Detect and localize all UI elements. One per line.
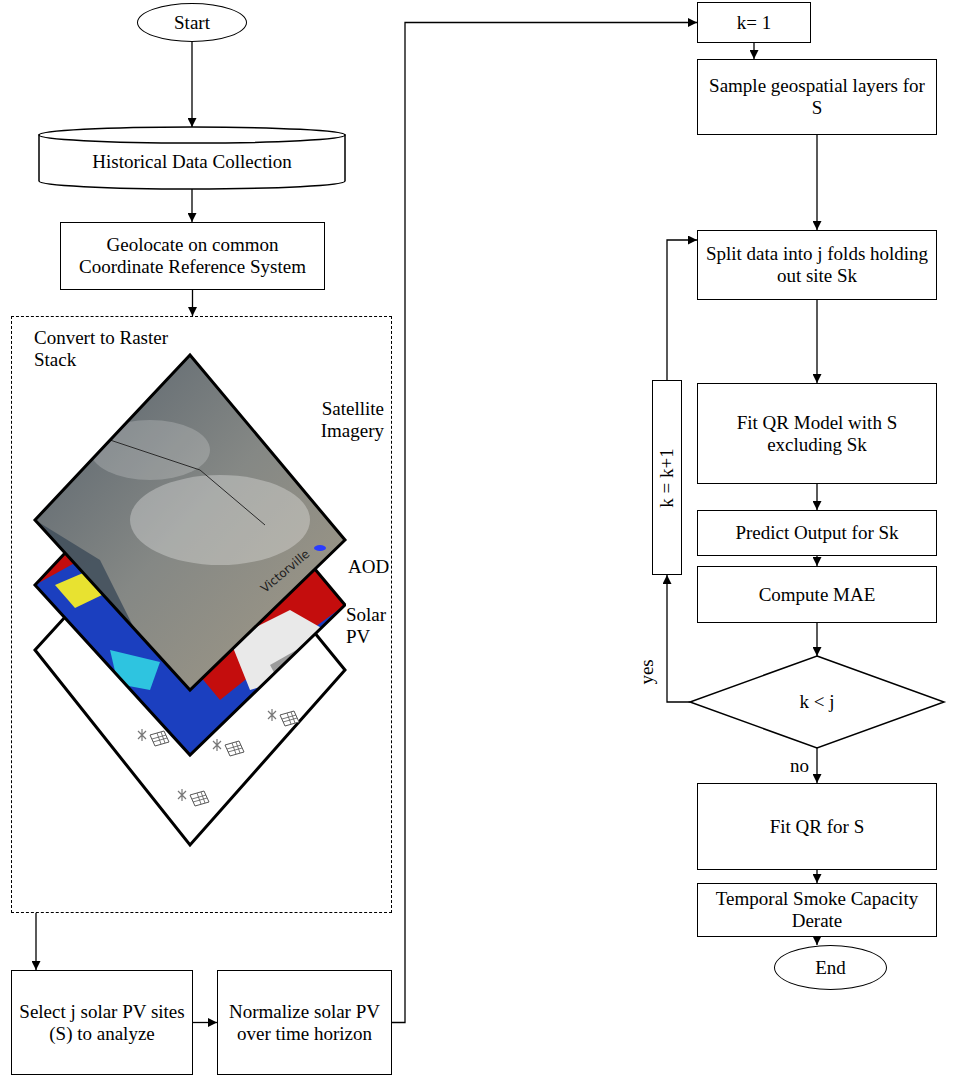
node-text: Historical Data Collection — [92, 151, 291, 173]
satellite-layer — [35, 355, 345, 690]
flow-arrow — [816, 870, 817, 883]
process-box: Split data into j folds holding out site… — [697, 230, 937, 300]
process-box: Fit QR for S — [697, 783, 937, 870]
flow-arrow — [816, 300, 817, 383]
process-box: Select j solar PV sites (S) to analyze — [11, 970, 193, 1075]
node-text: k < j — [800, 691, 835, 713]
end-ellipse: End — [774, 945, 887, 990]
pv-icon — [213, 739, 244, 756]
flow-arrow — [816, 748, 817, 783]
flow-arrow — [753, 43, 754, 59]
layer-outline — [35, 355, 345, 690]
layer-label: AOD — [348, 556, 389, 578]
flow-arrow — [392, 23, 697, 1023]
process-box: Temporal Smoke Capacity Derate — [697, 883, 937, 937]
data-cylinder: Historical Data Collection — [39, 127, 345, 189]
node-text: Fit QR Model with S excluding Sk — [704, 412, 930, 456]
process-box: Compute MAE — [697, 566, 937, 623]
node-text: Select j solar PV sites (S) to analyze — [18, 1001, 186, 1045]
satellite-fill — [35, 355, 345, 690]
aod-fill — [110, 650, 160, 690]
pv-icon — [178, 789, 209, 806]
node-text: Temporal Smoke Capacity Derate — [704, 888, 930, 932]
node-text: k= 1 — [737, 12, 771, 34]
node-text: Fit QR for S — [770, 816, 865, 838]
flow-arrow — [191, 42, 192, 127]
flow-arrow — [193, 1022, 217, 1023]
flow-arrow — [816, 556, 817, 566]
state-line — [110, 440, 265, 525]
process-box: Fit QR Model with S excluding Sk — [697, 383, 937, 484]
edge-label: yes — [635, 657, 657, 686]
node-text: k = k+1 — [656, 448, 678, 507]
layer-label: Solar PV — [346, 604, 388, 648]
pv-icon — [138, 729, 169, 746]
flow-arrow — [816, 623, 817, 656]
flow-arrow — [667, 575, 690, 702]
edge-label: no — [788, 755, 811, 777]
map-place-name: Victorville — [259, 548, 313, 597]
node-text: Sample geospatial layers for S — [704, 75, 930, 119]
cylinder-top — [39, 127, 345, 143]
decision-diamond: k < j — [690, 656, 944, 748]
increment-box: k = k+1 — [652, 380, 682, 575]
node-text: Geolocate on common Coordinate Reference… — [67, 234, 318, 278]
flow-arrow — [667, 240, 697, 380]
node-text: Split data into j folds holding out site… — [704, 243, 930, 287]
node-text: Predict Output for Sk — [735, 522, 898, 544]
process-box: Sample geospatial layers for S — [697, 59, 937, 135]
diamond-outline — [690, 656, 944, 748]
init-box: k= 1 — [697, 2, 811, 43]
pv-icon — [268, 709, 299, 726]
flow-arrow — [816, 484, 817, 510]
process-box: Geolocate on common Coordinate Reference… — [60, 222, 325, 290]
layer-label: Satellite Imagery — [306, 398, 384, 442]
node-text: Convert to Raster Stack — [34, 327, 184, 371]
flow-arrow — [816, 135, 817, 230]
smoke-haze — [130, 475, 310, 565]
node-text: Compute MAE — [759, 584, 876, 606]
node-text: Normalize solar PV over time horizon — [224, 1001, 385, 1045]
process-box: Predict Output for Sk — [697, 510, 937, 556]
site-marker — [314, 545, 326, 551]
flow-arrow — [35, 913, 36, 970]
flow-arrow — [192, 290, 193, 316]
process-box: Normalize solar PV over time horizon — [217, 970, 392, 1075]
node-text: Start — [174, 12, 210, 34]
flow-arrow — [191, 189, 192, 222]
start-ellipse: Start — [137, 3, 247, 42]
flow-arrow — [816, 937, 817, 945]
node-text: End — [815, 957, 846, 979]
smoke-haze — [90, 420, 210, 480]
